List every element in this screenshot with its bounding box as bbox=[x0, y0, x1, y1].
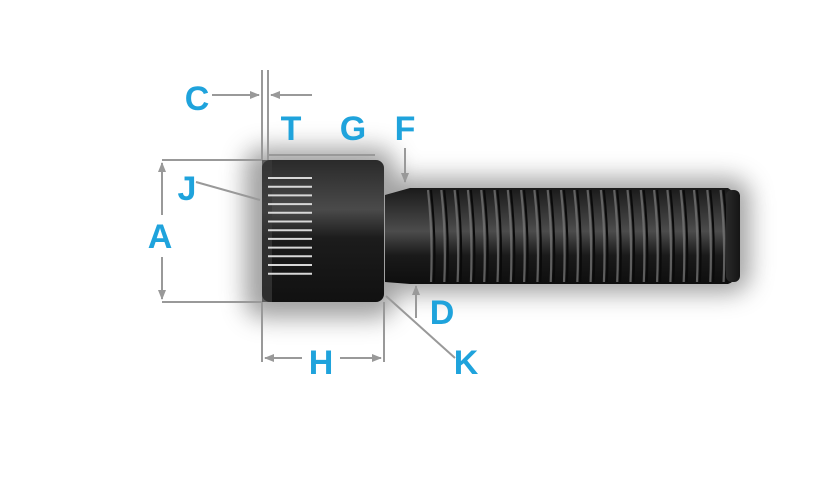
thread-groove bbox=[719, 189, 726, 283]
thread-groove-shadow bbox=[469, 189, 476, 283]
thread-groove-shadow bbox=[589, 189, 596, 283]
label-c: C bbox=[185, 80, 210, 118]
screw-head bbox=[262, 160, 384, 302]
thread-groove-shadow bbox=[563, 189, 569, 283]
label-k: K bbox=[454, 344, 479, 382]
thread-groove-shadow bbox=[642, 189, 649, 283]
dimension-labels: A C T G F J D H K bbox=[148, 80, 479, 382]
thread-groove-shadow bbox=[629, 189, 636, 283]
label-a: A bbox=[148, 218, 173, 256]
thread-groove bbox=[466, 189, 473, 283]
thread-groove bbox=[520, 189, 526, 283]
thread-groove-shadow bbox=[616, 189, 622, 283]
thread-groove bbox=[666, 189, 673, 283]
thread-groove bbox=[639, 189, 646, 283]
dimension-lines bbox=[158, 70, 456, 362]
thread-groove bbox=[599, 189, 606, 283]
thread-groove bbox=[573, 189, 579, 283]
thread-groove bbox=[546, 189, 553, 283]
thread-groove-shadow bbox=[549, 189, 556, 283]
label-g: G bbox=[340, 110, 366, 148]
thread-groove-shadow bbox=[602, 189, 609, 283]
thread-groove bbox=[533, 189, 540, 283]
threaded-shank bbox=[385, 188, 740, 284]
thread-groove-shadow bbox=[443, 189, 449, 283]
thread-groove bbox=[613, 189, 619, 283]
thread-grooves bbox=[426, 189, 729, 283]
label-f: F bbox=[395, 110, 416, 148]
thread-groove-shadow bbox=[496, 189, 503, 283]
thread-groove bbox=[493, 189, 500, 283]
thread-groove bbox=[440, 189, 446, 283]
thread-groove-shadow bbox=[483, 189, 489, 283]
thread-groove-shadow bbox=[709, 189, 715, 283]
thread-groove bbox=[586, 189, 593, 283]
thread-groove-shadow bbox=[536, 189, 542, 283]
thread-groove-shadow bbox=[430, 189, 436, 283]
thread-groove bbox=[626, 189, 633, 283]
thread-groove bbox=[559, 189, 566, 283]
thread-groove bbox=[426, 189, 433, 283]
thread-groove bbox=[692, 189, 699, 283]
thread-groove bbox=[706, 189, 712, 283]
screw-tip bbox=[726, 190, 740, 282]
knurl-lines bbox=[268, 177, 312, 275]
thread-groove-shadow bbox=[669, 189, 675, 283]
thread-groove-shadow bbox=[456, 189, 463, 283]
label-t: T bbox=[281, 110, 302, 148]
thread-groove bbox=[480, 189, 486, 283]
thread-groove-shadow bbox=[509, 189, 516, 283]
label-d: D bbox=[430, 294, 455, 332]
thread-groove-shadow bbox=[696, 189, 702, 283]
label-j: J bbox=[178, 170, 197, 208]
thread-groove-shadow bbox=[523, 189, 529, 283]
thread-groove bbox=[453, 189, 460, 283]
thread-groove-shadow bbox=[576, 189, 582, 283]
label-h: H bbox=[309, 344, 334, 382]
thread-groove-shadow bbox=[682, 189, 689, 283]
thread-groove bbox=[506, 189, 513, 283]
thread-groove bbox=[679, 189, 686, 283]
thread-groove-shadow bbox=[656, 189, 662, 283]
thread-groove bbox=[653, 189, 659, 283]
